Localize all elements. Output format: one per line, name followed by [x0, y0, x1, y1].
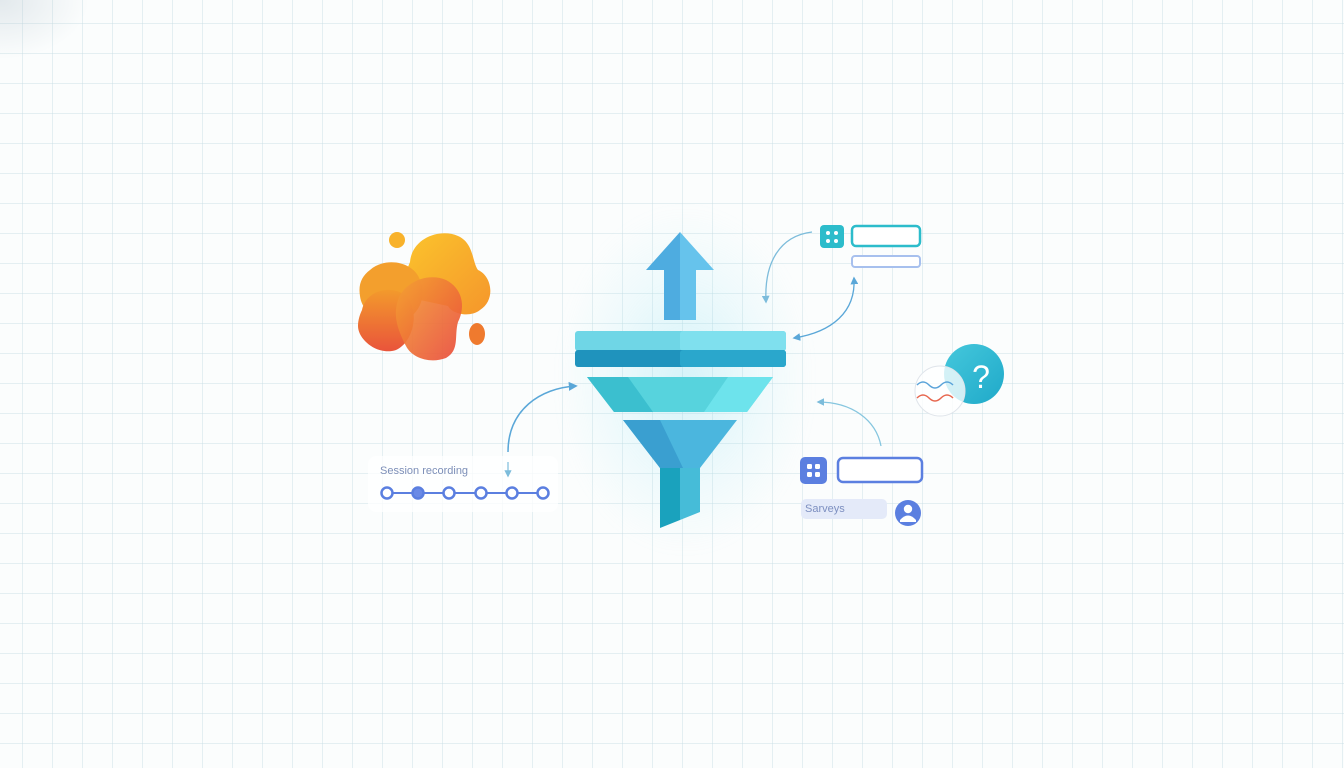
form-input-field	[850, 224, 922, 248]
connector-funnel-to-form	[792, 276, 859, 341]
surveys-label: Sarveys	[801, 499, 887, 519]
funnel-icon	[575, 331, 786, 528]
svg-text:?: ?	[972, 359, 990, 395]
session-recording-label: Session recording	[380, 465, 469, 477]
wave-signal-icon	[914, 365, 966, 417]
heatmap-blob-icon	[358, 232, 491, 361]
connector-session-to-funnel	[507, 381, 578, 453]
arrow-up-icon	[646, 232, 714, 320]
session-recording-card	[368, 456, 558, 512]
grid-app-icon	[820, 225, 844, 248]
connector-form-to-funnel	[761, 231, 813, 304]
survey-input-field	[836, 456, 924, 484]
timeline-icon	[380, 486, 550, 500]
surveys-node	[800, 456, 924, 526]
form-input-field-secondary	[851, 255, 921, 268]
grid-app-icon	[800, 457, 827, 484]
form-top-node	[820, 224, 922, 268]
feedback-node: ?	[914, 344, 1004, 417]
corner-shadow	[0, 0, 90, 60]
connector-surveys-to-funnel	[816, 398, 882, 447]
